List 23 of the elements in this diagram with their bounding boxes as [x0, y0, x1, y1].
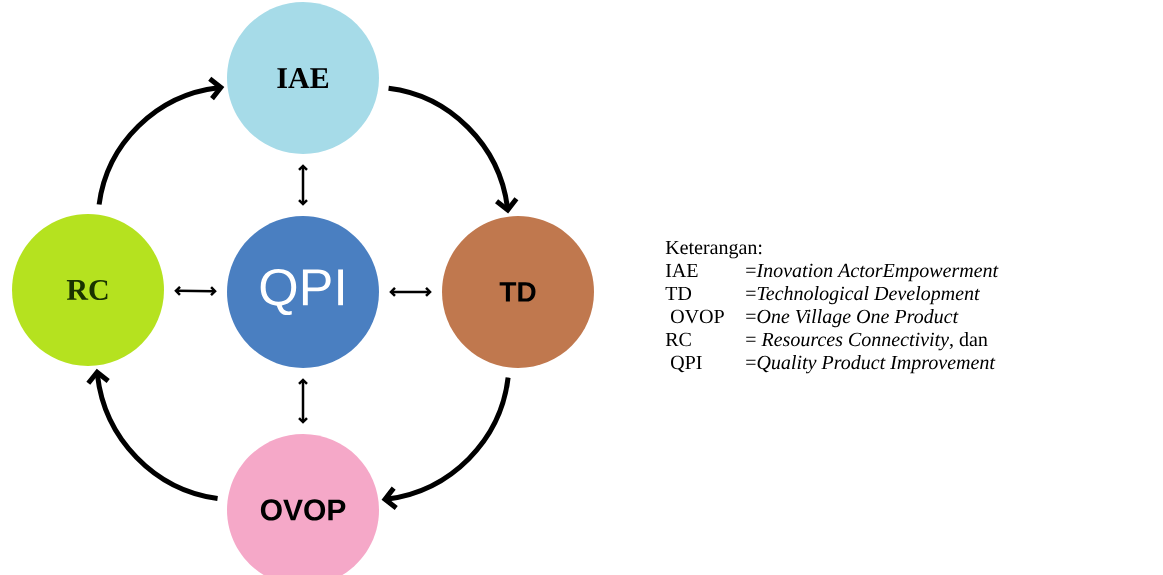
legend-term: IAE	[665, 263, 698, 277]
circle-node: IAE	[227, 2, 379, 154]
arrow	[389, 287, 432, 297]
arrow	[298, 164, 308, 206]
arrow	[174, 285, 217, 297]
legend-definition: =One Village One Product	[746, 309, 959, 328]
arrow	[86, 368, 219, 501]
legend-definition: =Inovation ActorEmpowerment	[746, 263, 999, 282]
legend-definition: =Quality Product Improvement	[746, 355, 996, 374]
arrow	[381, 377, 511, 510]
legend-term: TD	[665, 286, 692, 300]
legend-heading: Keterangan:	[665, 240, 762, 259]
arrow	[298, 378, 308, 424]
circle-node: QPI	[227, 216, 379, 368]
circle-node: RC	[12, 214, 164, 366]
legend-definition: = Resources Connectivity, dan	[746, 332, 988, 351]
circle-node: TD	[442, 216, 594, 368]
legend-term: RC	[665, 332, 691, 347]
arrow	[96, 76, 225, 205]
legend-term: QPI	[671, 355, 702, 373]
legend-definition: =Technological Development	[746, 286, 980, 305]
arrow	[388, 85, 519, 214]
legend-term: OVOP	[671, 309, 724, 324]
